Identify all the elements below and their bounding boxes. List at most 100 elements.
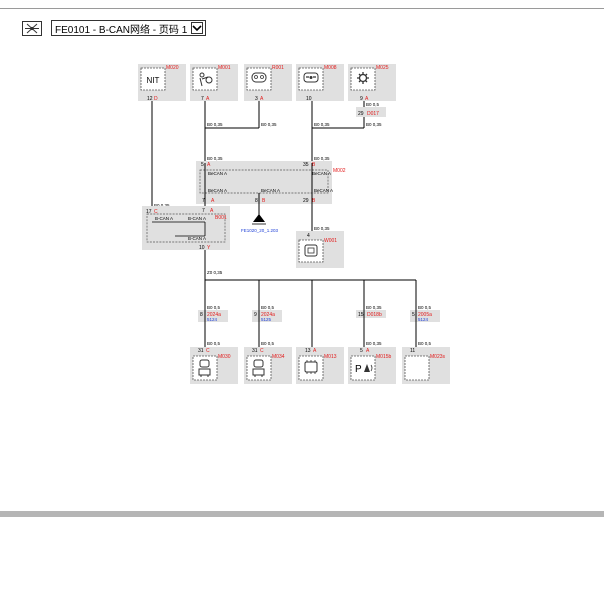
svg-text:7: 7: [201, 96, 204, 102]
svg-text:5: 5: [412, 312, 415, 318]
svg-text:B0 0,35: B0 0,35: [314, 122, 330, 127]
svg-text:C: C: [206, 348, 210, 354]
splice-2: 9 2024a 5125: [252, 310, 282, 322]
svg-text:17: 17: [146, 209, 152, 215]
svg-text:P: P: [355, 364, 362, 375]
component-m030[interactable]: 31 C M030: [190, 347, 238, 384]
svg-text:3: 3: [255, 96, 258, 102]
component-m013[interactable]: 13 A M013: [296, 347, 344, 384]
svg-text:Y: Y: [207, 245, 211, 251]
park-assist-icon: P: [355, 364, 373, 375]
svg-text:A: A: [365, 96, 369, 102]
svg-text:Z0 0,35: Z0 0,35: [207, 270, 223, 275]
svg-text:C: C: [260, 348, 264, 354]
svg-text:4: 4: [307, 233, 310, 239]
component-code: M020: [166, 65, 179, 71]
svg-text:B0 0,5: B0 0,5: [261, 341, 275, 346]
svg-text:8: 8: [200, 312, 203, 318]
svg-text:R001: R001: [272, 65, 284, 71]
svg-text:B0 0,35: B0 0,35: [261, 122, 277, 127]
svg-text:A: A: [211, 198, 215, 204]
svg-text:15: 15: [358, 312, 364, 318]
svg-text:C: C: [154, 209, 158, 215]
svg-text:M013: M013: [324, 354, 337, 360]
svg-text:8: 8: [255, 198, 258, 204]
component-m020[interactable]: NIT M020 12 D: [138, 64, 186, 102]
svg-text:B0 0,5: B0 0,5: [261, 305, 275, 310]
svg-text:B: B: [312, 162, 316, 168]
svg-text:11: 11: [410, 348, 415, 354]
module-b001[interactable]: B0 0,35 17 C 7 A B001 B-CAN A B-CAN A B-…: [142, 203, 230, 251]
svg-text:B0 0,35: B0 0,35: [207, 156, 223, 161]
seat-module-icon: [198, 359, 211, 377]
svg-text:B0 0,5: B0 0,5: [418, 305, 432, 310]
svg-text:M001: M001: [218, 65, 231, 71]
top-divider: [0, 8, 604, 9]
svg-text:D018b: D018b: [367, 312, 382, 318]
component-m001[interactable]: M001 7 A: [190, 64, 238, 102]
svg-text:BeCAN A: BeCAN A: [208, 188, 227, 193]
svg-text:5125: 5125: [261, 317, 272, 322]
svg-text:B0 0,35: B0 0,35: [207, 122, 223, 127]
steering-icon: [303, 72, 319, 83]
svg-text:B0 0,35: B0 0,35: [366, 122, 382, 127]
wiring-diagram: NIT M020 12 D M001 7 A R001 3 A: [138, 64, 450, 384]
svg-text:BeCAN A: BeCAN A: [261, 188, 280, 193]
wiring-diagram-icon[interactable]: [22, 20, 42, 36]
svg-text:12: 12: [147, 96, 153, 102]
svg-text:5124: 5124: [207, 317, 218, 322]
component-m008[interactable]: M008 10: [296, 64, 344, 102]
svg-text:M025: M025: [376, 65, 389, 71]
splice-3: 15 D018b: [356, 310, 386, 318]
svg-text:A: A: [206, 96, 210, 102]
svg-text:A: A: [260, 96, 264, 102]
module-m002[interactable]: M002 5 A 35 B BeCAN A BeCAN A BeCAN A Be…: [196, 161, 346, 204]
svg-text:B0 0,5: B0 0,5: [366, 102, 380, 107]
upper-wires: [151, 101, 365, 210]
control-unit-icon: [304, 360, 318, 374]
component-r001[interactable]: R001 3 A: [244, 64, 292, 102]
splice-1: 8 2024a 5124: [198, 310, 228, 322]
svg-text:7: 7: [202, 208, 205, 214]
seat-module-icon: [252, 359, 265, 377]
svg-text:10: 10: [306, 96, 312, 102]
splice-4: 5 2005a 5124: [410, 310, 440, 322]
svg-text:M002: M002: [333, 168, 346, 174]
component-m025[interactable]: M025 9 A: [348, 64, 396, 102]
svg-text:M015b: M015b: [376, 354, 392, 360]
component-w001[interactable]: B0 0,35 4 W001: [296, 226, 344, 268]
svg-text:B-CAN A: B-CAN A: [188, 236, 206, 241]
svg-text:A: A: [207, 162, 211, 168]
svg-text:B-CAN A: B-CAN A: [155, 216, 173, 221]
svg-text:M030: M030: [218, 354, 231, 360]
svg-text:9: 9: [254, 312, 257, 318]
svg-text:BeCAN A: BeCAN A: [208, 171, 227, 176]
svg-text:B001: B001: [215, 215, 227, 221]
svg-text:29: 29: [303, 198, 309, 204]
svg-text:W001: W001: [324, 238, 337, 244]
svg-text:FE1020_20_1.203: FE1020_20_1.203: [241, 228, 279, 233]
component-m023s[interactable]: 11 M023s: [402, 347, 450, 384]
svg-text:B-CAN A: B-CAN A: [188, 216, 206, 221]
chevron-down-icon[interactable]: [191, 22, 204, 34]
svg-text:B0 0,5: B0 0,5: [207, 341, 221, 346]
svg-text:B0 0,35: B0 0,35: [154, 203, 170, 208]
ground-symbol: FE1020_20_1.203: [241, 214, 279, 233]
svg-text:B0 0,5: B0 0,5: [207, 305, 221, 310]
svg-text:5124: 5124: [418, 317, 429, 322]
svg-text:35: 35: [303, 162, 309, 168]
component-m034[interactable]: 31 C M034: [244, 347, 292, 384]
svg-text:29: 29: [358, 111, 364, 117]
svg-text:5: 5: [201, 162, 204, 168]
diagram-page-select[interactable]: FE0101 - B-CAN网络 - 页码 1: [51, 20, 207, 36]
airbag-icon: [199, 72, 213, 87]
svg-text:2005a: 2005a: [418, 312, 432, 318]
gear-icon: [357, 72, 369, 84]
bottom-divider: [0, 511, 604, 517]
svg-text:2024a: 2024a: [261, 312, 275, 318]
svg-text:B0 0,35: B0 0,35: [366, 305, 382, 310]
svg-text:B0 0,5: B0 0,5: [418, 341, 432, 346]
svg-text:5: 5: [360, 348, 363, 354]
component-m015b[interactable]: P 5 A M015b: [348, 347, 396, 384]
svg-text:B0 0,35: B0 0,35: [366, 341, 382, 346]
